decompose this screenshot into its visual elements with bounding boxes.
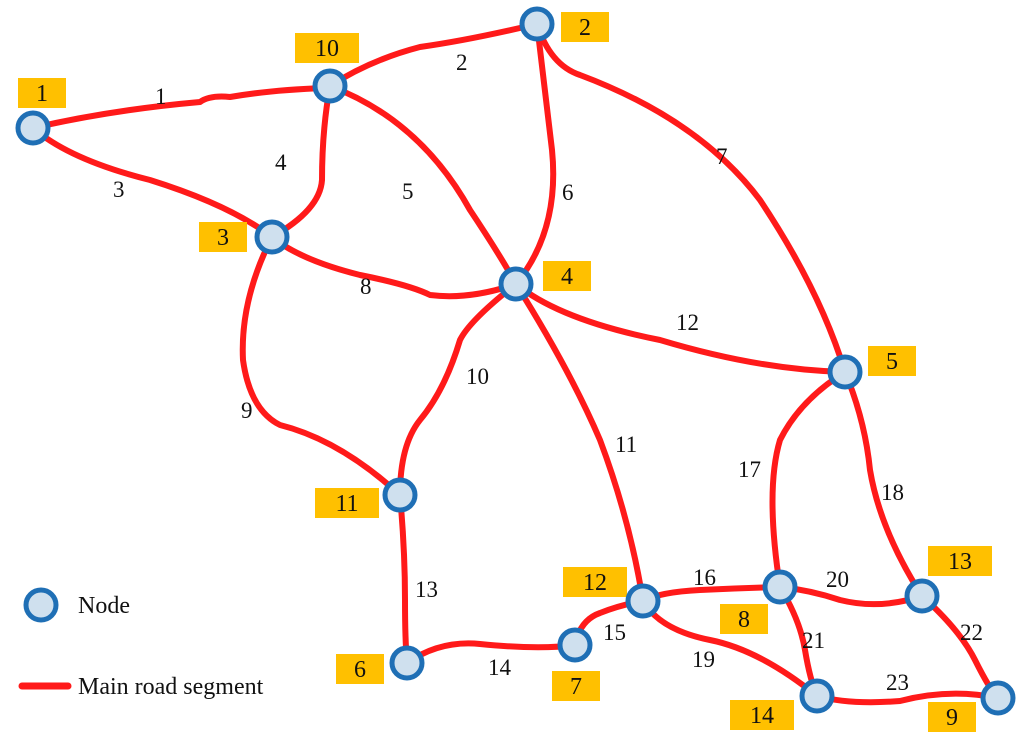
road-segment-6 <box>513 21 557 287</box>
node-9-icon <box>980 680 1016 716</box>
road-segment-17 <box>769 369 848 590</box>
node-11-icon <box>382 477 418 513</box>
node-label-7-text: 7 <box>570 674 582 700</box>
road-segment-18 <box>842 369 925 599</box>
legend-node-label: Node <box>78 593 130 619</box>
segment-label-5: 5 <box>402 179 414 204</box>
node-label-5-text: 5 <box>886 349 898 375</box>
node-label-9-text: 9 <box>946 705 958 731</box>
segment-label-4: 4 <box>275 150 287 175</box>
node-label-2: 2 <box>561 12 609 42</box>
segment-label-15: 15 <box>603 620 626 645</box>
node-1-icon <box>15 110 51 146</box>
node-label-7: 7 <box>552 671 600 701</box>
road-segment-1 <box>30 85 328 131</box>
node-label-6: 6 <box>336 654 384 684</box>
segment-label-14: 14 <box>488 655 512 680</box>
road-segment-10 <box>397 281 519 498</box>
node-label-12: 12 <box>563 567 627 597</box>
node-label-3: 3 <box>199 222 247 252</box>
node-label-13-text: 13 <box>948 549 972 575</box>
nodes <box>15 6 1016 716</box>
segment-label-9: 9 <box>241 398 253 423</box>
node-label-6-text: 6 <box>354 657 366 683</box>
road-segment-14 <box>404 640 578 666</box>
node-label-13: 13 <box>928 546 992 576</box>
node-7-icon <box>557 627 593 663</box>
legend-node-icon <box>23 587 59 623</box>
node-13-icon <box>904 578 940 614</box>
road-segment-5 <box>327 83 519 287</box>
node-label-14: 14 <box>730 700 794 730</box>
segment-label-2: 2 <box>456 50 468 75</box>
segment-label-3: 3 <box>113 177 125 202</box>
node-label-11-text: 11 <box>335 491 358 517</box>
segment-label-8: 8 <box>360 274 372 299</box>
road-segment-9 <box>239 234 403 498</box>
road-segment-12 <box>513 281 848 375</box>
node-3-icon <box>254 219 290 255</box>
segment-label-11: 11 <box>615 432 637 457</box>
segment-label-10: 10 <box>466 364 489 389</box>
legend: Node Main road segment <box>18 587 264 700</box>
node-label-12-text: 12 <box>583 570 607 596</box>
road-segment-4 <box>269 83 333 240</box>
segment-label-23: 23 <box>886 670 909 695</box>
segment-label-17: 17 <box>738 457 761 482</box>
segment-label-21: 21 <box>802 628 825 653</box>
segment-label-1: 1 <box>155 84 167 109</box>
legend-road-label: Main road segment <box>78 674 264 700</box>
road-segment-3 <box>30 125 275 240</box>
node-5-icon <box>827 354 863 390</box>
segment-label-6: 6 <box>562 180 574 205</box>
road-segment-22 <box>919 593 1001 701</box>
node-label-11: 11 <box>315 488 379 518</box>
node-label-10: 10 <box>295 33 359 63</box>
node-8-icon <box>762 569 798 605</box>
node-labels: 1 2 3 4 5 6 7 8 <box>18 12 992 732</box>
node-label-4: 4 <box>543 261 591 291</box>
node-label-14-text: 14 <box>750 703 774 729</box>
segment-label-13: 13 <box>415 577 438 602</box>
segment-label-7: 7 <box>716 144 728 169</box>
segment-label-12: 12 <box>676 310 699 335</box>
road-segment-8 <box>269 234 519 300</box>
road-segment-7 <box>534 21 848 375</box>
node-6-icon <box>389 645 425 681</box>
node-label-8: 8 <box>720 604 768 634</box>
road-segment-23 <box>814 690 1001 706</box>
node-label-5: 5 <box>868 346 916 376</box>
road-segment-2 <box>327 21 540 89</box>
road-segment-19 <box>640 598 820 699</box>
node-label-8-text: 8 <box>738 607 750 633</box>
node-label-1: 1 <box>18 78 66 108</box>
node-label-2-text: 2 <box>579 15 591 41</box>
segment-labels: 1 2 3 4 5 6 7 8 9 10 11 12 13 14 15 16 1… <box>113 50 983 695</box>
segment-label-16: 16 <box>693 565 716 590</box>
node-14-icon <box>799 678 835 714</box>
node-label-10-text: 10 <box>315 36 339 62</box>
node-2-icon <box>519 6 555 42</box>
node-label-9: 9 <box>928 702 976 732</box>
node-12-icon <box>625 583 661 619</box>
node-label-3-text: 3 <box>217 225 229 251</box>
segment-label-19: 19 <box>692 647 715 672</box>
node-10-icon <box>312 68 348 104</box>
road-segment-20 <box>777 584 925 608</box>
segment-label-18: 18 <box>881 480 904 505</box>
node-label-4-text: 4 <box>561 264 573 290</box>
segment-label-20: 20 <box>826 567 849 592</box>
road-segment-11 <box>513 281 646 604</box>
node-4-icon <box>498 266 534 302</box>
segment-label-22: 22 <box>960 620 983 645</box>
road-segment-13 <box>397 492 410 666</box>
node-label-1-text: 1 <box>36 81 48 107</box>
